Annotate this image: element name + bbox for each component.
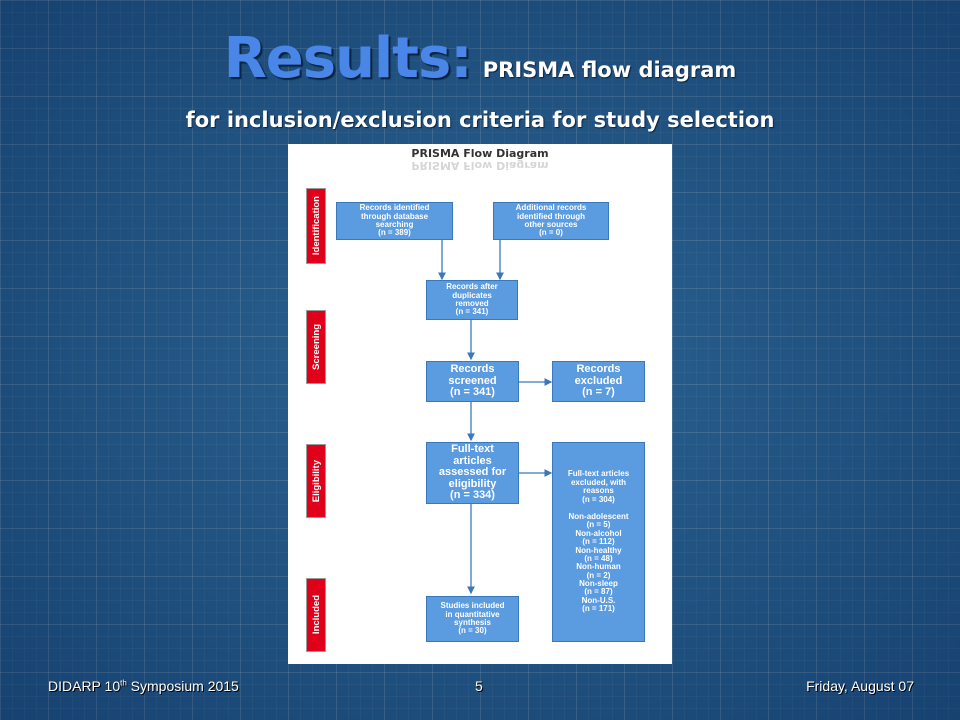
title-main: Results: (223, 26, 473, 91)
stage-eligibility: Eligibility (306, 444, 326, 518)
box-other-records: Additional records identified through ot… (493, 202, 609, 240)
prisma-diagram: PRISMA Flow Diagram PRISMA Flow Diagram … (288, 144, 672, 664)
box-records-excluded: Records excluded (n = 7) (552, 361, 645, 402)
box-fulltext-assessed: Full-text articles assessed for eligibil… (426, 442, 519, 504)
box-after-duplicates: Records after duplicates removed (n = 34… (426, 280, 518, 320)
footer-page-number: 5 (475, 678, 483, 694)
box-studies-included: Studies included in quantitative synthes… (426, 596, 519, 642)
flow-arrows (438, 240, 553, 595)
box-database-records: Records identified through database sear… (336, 202, 453, 240)
box-records-screened: Records screened (n = 341) (426, 361, 519, 402)
stage-included: Included (306, 578, 326, 652)
box-fulltext-excluded: Full-text articles excluded, with reason… (552, 442, 645, 642)
slide-subtitle: for inclusion/exclusion criteria for stu… (185, 108, 775, 132)
title-sub: PRISMA flow diagram (482, 58, 737, 82)
stage-screening: Screening (306, 310, 326, 384)
footer-event: DIDARP 10th Symposium 2015 (48, 678, 239, 694)
footer-date: Friday, August 07 (806, 678, 914, 694)
stage-identification: Identification (306, 188, 326, 264)
slide-title: Results: PRISMA flow diagram (0, 26, 960, 91)
diagram-heading: PRISMA Flow Diagram (411, 147, 549, 160)
